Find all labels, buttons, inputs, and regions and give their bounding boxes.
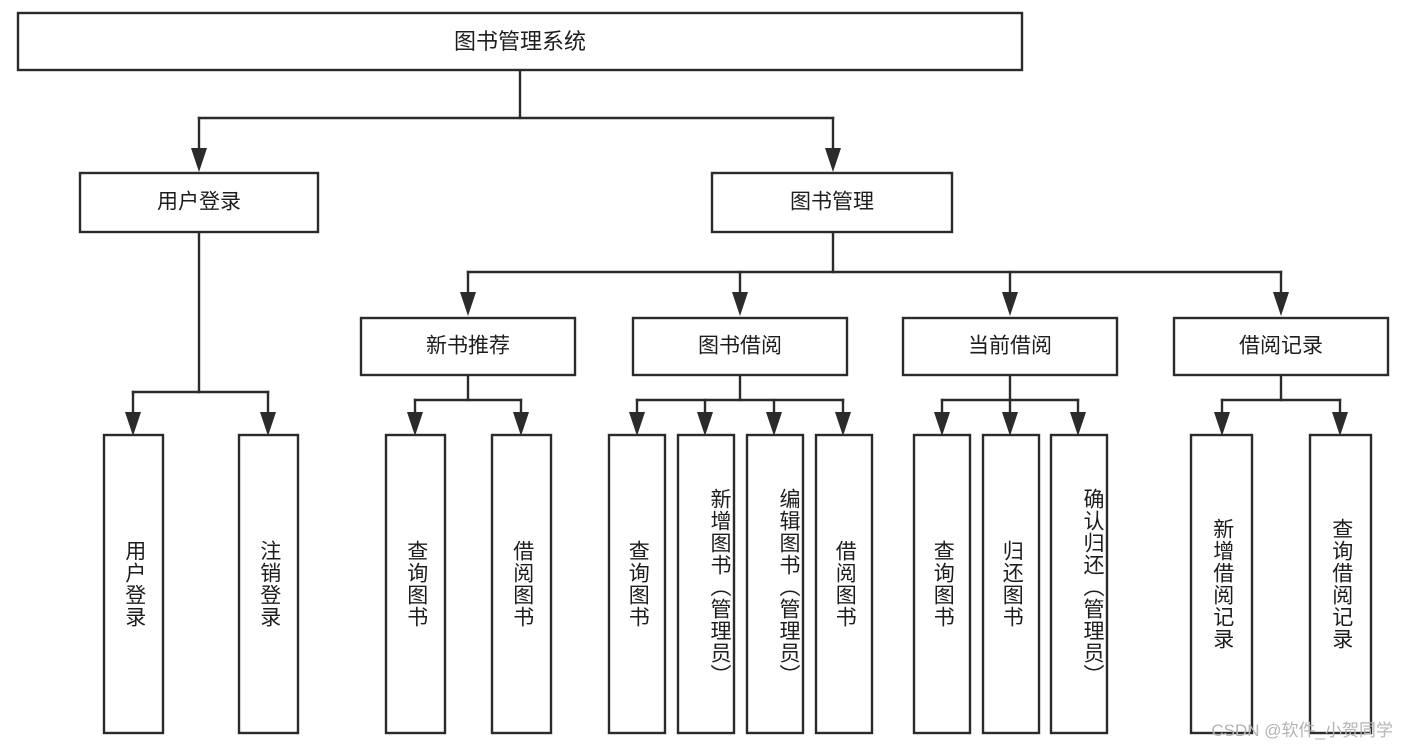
node-current-borrow-label: 当前借阅: [968, 335, 1052, 358]
connector-record-to-leaves: [1214, 373, 1348, 436]
node-borrow-record[interactable]: 借阅记录: [1172, 316, 1390, 377]
leaf-node-query-book-2[interactable]: [607, 433, 667, 735]
node-root[interactable]: 图书管理系统: [16, 11, 1024, 72]
leaf-node-logout[interactable]: [237, 433, 300, 735]
leaf-node-borrow-book-1[interactable]: [490, 433, 553, 735]
node-current-borrow[interactable]: 当前借阅: [901, 316, 1119, 377]
leaf-node-query-record[interactable]: [1308, 433, 1373, 735]
leaf-node-edit-book[interactable]: [745, 433, 805, 735]
leaf-node-add-book[interactable]: [676, 433, 736, 735]
node-root-label: 图书管理系统: [454, 29, 586, 54]
connector-new-book-to-leaves: [407, 373, 529, 436]
connector-user-login-to-leaves: [125, 230, 276, 436]
node-book-borrow[interactable]: 图书借阅: [631, 316, 849, 377]
connector-borrow-to-leaves: [629, 373, 851, 436]
node-user-login[interactable]: 用户登录: [78, 171, 320, 234]
node-new-book-recommend[interactable]: 新书推荐: [359, 316, 577, 377]
node-book-borrow-label: 图书借阅: [698, 335, 782, 358]
node-user-login-label: 用户登录: [157, 191, 241, 214]
leaf-node-query-book-3[interactable]: [912, 433, 972, 735]
connector-root-to-level1: [191, 68, 841, 172]
node-borrow-record-label: 借阅记录: [1239, 335, 1323, 358]
leaf-node-confirm-return[interactable]: [1049, 433, 1109, 735]
leaf-node-query-book-1[interactable]: [384, 433, 447, 735]
leaf-node-return-book[interactable]: [981, 433, 1041, 735]
watermark-text: CSDN @软件_小贺同学: [1211, 721, 1393, 740]
leaf-node-add-record[interactable]: [1189, 433, 1254, 735]
node-book-management-label: 图书管理: [790, 191, 874, 214]
connector-current-borrow-to-leaves: [934, 373, 1086, 436]
leaf-node-user-login[interactable]: [102, 433, 165, 735]
node-book-management[interactable]: 图书管理: [710, 171, 954, 234]
connector-book-mgmt-to-level2: [460, 230, 1289, 316]
node-new-book-recommend-label: 新书推荐: [426, 335, 510, 358]
leaf-node-borrow-book-2[interactable]: [814, 433, 874, 735]
